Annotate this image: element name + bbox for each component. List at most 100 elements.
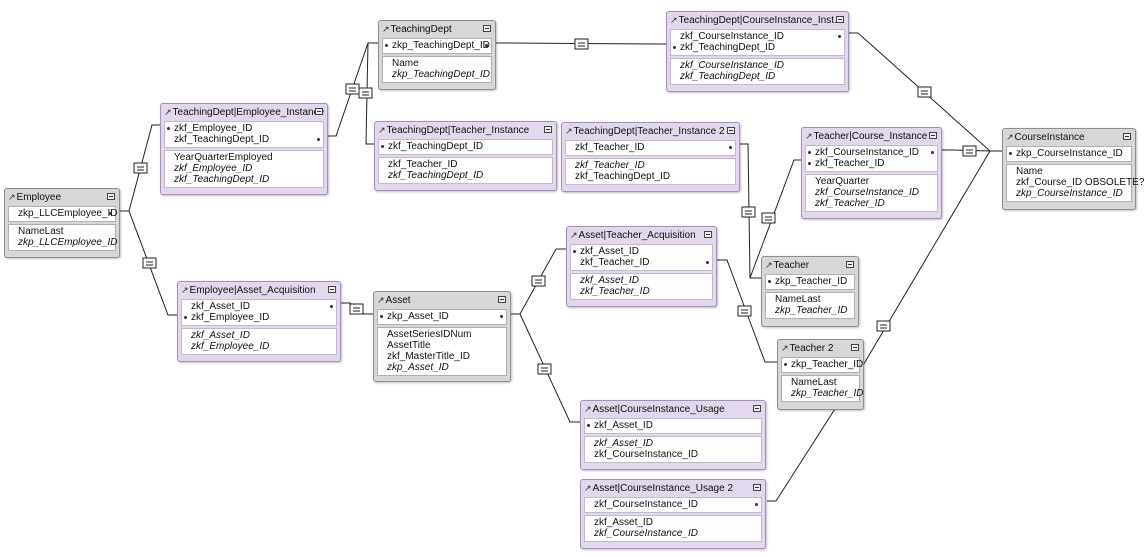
table-courseinstance[interactable]: ↗CourseInstance zkp_CourseInstance_ID Na… [1002,128,1144,210]
table-teachingdept-courseinstance-instance[interactable]: ↗TeachingDept|CourseInstance_Inst... zkf… [666,11,849,92]
field-zkf-teacher-id[interactable]: zkf_Teacher_ID [580,286,650,297]
field-namelast[interactable]: NameLast [791,377,837,388]
field-zkp-asset-id[interactable]: zkp_Asset_ID [387,362,449,373]
table-asset-teacher-acquisition[interactable]: ↗Asset|Teacher_Acquisition zkf_Asset_ID … [566,226,717,307]
field-zkp-teacher-id[interactable]: zkp_Teacher_ID [791,388,864,399]
table-header[interactable]: ↗Employee [8,191,116,204]
table-header[interactable]: ↗Teacher 2 [781,342,860,355]
field-zkf-employee-id[interactable]: zkf_Employee_ID [182,312,336,323]
field-zkf-asset-id[interactable]: zkf_Asset_ID [571,246,712,257]
field-name[interactable]: Name [1016,166,1043,177]
field-zkf-teacher-id[interactable]: zkf_Teacher_ID [575,160,645,171]
field-zkf-asset-id[interactable]: zkf_Asset_ID [594,517,653,528]
table-asset-courseinstance-usage-2[interactable]: ↗Asset|CourseInstance_Usage 2 zkf_Course… [580,479,766,549]
field-zkf-asset-id[interactable]: zkf_Asset_ID [585,420,761,431]
field-zkp-courseinstance-id[interactable]: zkp_CourseInstance_ID [1007,148,1131,159]
field-yearquarteremployed[interactable]: YearQuarterEmployed [174,152,273,163]
field-zkf-courseinstance-id[interactable]: zkf_CourseInstance_ID [815,187,919,198]
field-zkf-asset-id[interactable]: zkf_Asset_ID [580,275,639,286]
collapse-icon[interactable] [851,344,859,351]
table-header[interactable]: ↗TeachingDept [382,23,492,36]
field-zkf-course-id-obsolete[interactable]: zkf_Course_ID OBSOLETE? [1016,177,1144,188]
table-header[interactable]: ↗Asset [377,294,507,307]
field-zkf-courseinstance-id[interactable]: zkf_CourseInstance_ID [585,499,761,510]
table-header[interactable]: ↗TeachingDept|Teacher_Instance [378,124,553,137]
table-header[interactable]: ↗TeachingDept|Teacher_Instance 2 [565,125,736,138]
field-zkf-asset-id[interactable]: zkf_Asset_ID [594,438,653,449]
field-name[interactable]: Name [392,58,419,69]
collapse-icon[interactable] [753,484,761,491]
field-zkf-employee-id[interactable]: zkf_Employee_ID [174,163,253,174]
collapse-icon[interactable] [753,405,761,412]
table-header[interactable]: ↗Asset|CourseInstance_Usage [584,403,762,416]
collapse-icon[interactable] [328,286,336,293]
field-zkp-teacher-id[interactable]: zkp_Teacher_ID [782,359,863,370]
field-zkf-teacher-id[interactable]: zkf_Teacher_ID [566,142,735,153]
table-teachingdept[interactable]: ↗TeachingDept zkp_TeachingDept_ID Name z… [378,20,496,90]
field-zkf-courseinstance-id[interactable]: zkf_CourseInstance_ID [671,31,844,42]
collapse-icon[interactable] [836,16,844,23]
table-teachingdept-teacher-instance[interactable]: ↗TeachingDept|Teacher_Instance zkf_Teach… [374,121,557,191]
table-header[interactable]: ↗Employee|Asset_Acquisition [181,284,337,297]
table-header[interactable]: ↗Teacher [765,259,855,272]
table-teachingdept-employee-instance[interactable]: ↗TeachingDept|Employee_Instance zkf_Empl… [160,103,328,195]
field-assettitle[interactable]: AssetTitle [387,340,431,351]
field-zkp-llcemployee-id[interactable]: zkp_LLCEmployee_ID [18,237,118,248]
table-header[interactable]: ↗Asset|CourseInstance_Usage 2 [584,482,762,495]
collapse-icon[interactable] [483,25,491,32]
field-zkf-teacher-id[interactable]: zkf_Teacher_ID [388,159,458,170]
collapse-icon[interactable] [107,193,115,200]
field-zkp-courseinstance-id[interactable]: zkp_CourseInstance_ID [1016,188,1123,199]
table-header[interactable]: ↗TeachingDept|CourseInstance_Inst... [670,14,845,27]
field-zkf-teachingdept-id[interactable]: zkf_TeachingDept_ID [165,134,323,145]
collapse-icon[interactable] [315,108,323,115]
field-zkf-courseinstance-id[interactable]: zkf_CourseInstance_ID [806,147,937,158]
collapse-icon[interactable] [544,126,552,133]
field-namelast[interactable]: NameLast [18,226,64,237]
table-header[interactable]: ↗Teacher|Course_Instance [805,130,938,143]
field-zkf-teachingdept-id[interactable]: zkf_TeachingDept_ID [379,141,552,152]
field-zkf-teachingdept-id[interactable]: zkf_TeachingDept_ID [174,174,270,185]
table-teachingdept-teacher-instance-2[interactable]: ↗TeachingDept|Teacher_Instance 2 zkf_Tea… [561,122,740,192]
table-asset-courseinstance-usage[interactable]: ↗Asset|CourseInstance_Usage zkf_Asset_ID… [580,400,766,470]
table-employee[interactable]: ↗Employee zkp_LLCEmployee_ID NameLast zk… [4,188,120,258]
field-zkf-employee-id[interactable]: zkf_Employee_ID [165,123,323,134]
field-zkf-teachingdept-id[interactable]: zkf_TeachingDept_ID [575,171,671,182]
field-assetseriesidnum[interactable]: AssetSeriesIDNum [387,329,472,340]
field-zkf-asset-id[interactable]: zkf_Asset_ID [191,330,250,341]
field-zkf-asset-id[interactable]: zkf_Asset_ID [182,301,336,312]
collapse-icon[interactable] [704,231,712,238]
field-zkp-teachingdept-id[interactable]: zkp_TeachingDept_ID [383,40,491,51]
field-zkf-teachingdept-id[interactable]: zkf_TeachingDept_ID [671,42,844,53]
collapse-icon[interactable] [498,296,506,303]
field-zkf-mastertitle-id[interactable]: zkf_MasterTitle_ID [387,351,470,362]
field-zkf-teachingdept-id[interactable]: zkf_TeachingDept_ID [680,71,776,82]
field-zkf-courseinstance-id[interactable]: zkf_CourseInstance_ID [680,60,784,71]
table-teacher[interactable]: ↗Teacher zkp_Teacher_ID NameLast zkp_Tea… [761,256,859,327]
field-zkp-asset-id[interactable]: zkp_Asset_ID [378,311,506,322]
field-zkf-teacher-id[interactable]: zkf_Teacher_ID [806,158,937,169]
field-zkf-teacher-id[interactable]: zkf_Teacher_ID [571,257,712,268]
field-zkp-llcemployee-id[interactable]: zkp_LLCEmployee_ID [9,208,118,219]
field-zkp-teachingdept-id[interactable]: zkp_TeachingDept_ID [392,69,491,80]
field-yearquarter[interactable]: YearQuarter [815,176,870,187]
field-zkf-teacher-id[interactable]: zkf_Teacher_ID [815,198,885,209]
table-employee-asset-acquisition[interactable]: ↗Employee|Asset_Acquisition zkf_Asset_ID… [177,281,341,362]
collapse-icon[interactable] [1123,133,1131,140]
field-zkf-employee-id[interactable]: zkf_Employee_ID [191,341,270,352]
collapse-icon[interactable] [846,261,854,268]
collapse-icon[interactable] [929,132,937,139]
field-namelast[interactable]: NameLast [775,294,821,305]
field-zkf-courseinstance-id[interactable]: zkf_CourseInstance_ID [594,449,698,460]
field-zkf-teachingdept-id[interactable]: zkf_TeachingDept_ID [388,170,484,181]
table-teacher-2[interactable]: ↗Teacher 2 zkp_Teacher_ID NameLast zkp_T… [777,339,864,410]
field-zkp-teacher-id[interactable]: zkp_Teacher_ID [775,305,848,316]
table-asset[interactable]: ↗Asset zkp_Asset_ID AssetSeriesIDNum Ass… [373,291,511,382]
field-zkp-teacher-id[interactable]: zkp_Teacher_ID [766,276,854,287]
table-header[interactable]: ↗CourseInstance [1006,131,1132,144]
table-teacher-course-instance[interactable]: ↗Teacher|Course_Instance zkf_CourseInsta… [801,127,942,219]
table-header[interactable]: ↗Asset|Teacher_Acquisition [570,229,713,242]
field-zkf-courseinstance-id[interactable]: zkf_CourseInstance_ID [594,528,698,539]
table-header[interactable]: ↗TeachingDept|Employee_Instance [164,106,324,119]
collapse-icon[interactable] [727,127,735,134]
